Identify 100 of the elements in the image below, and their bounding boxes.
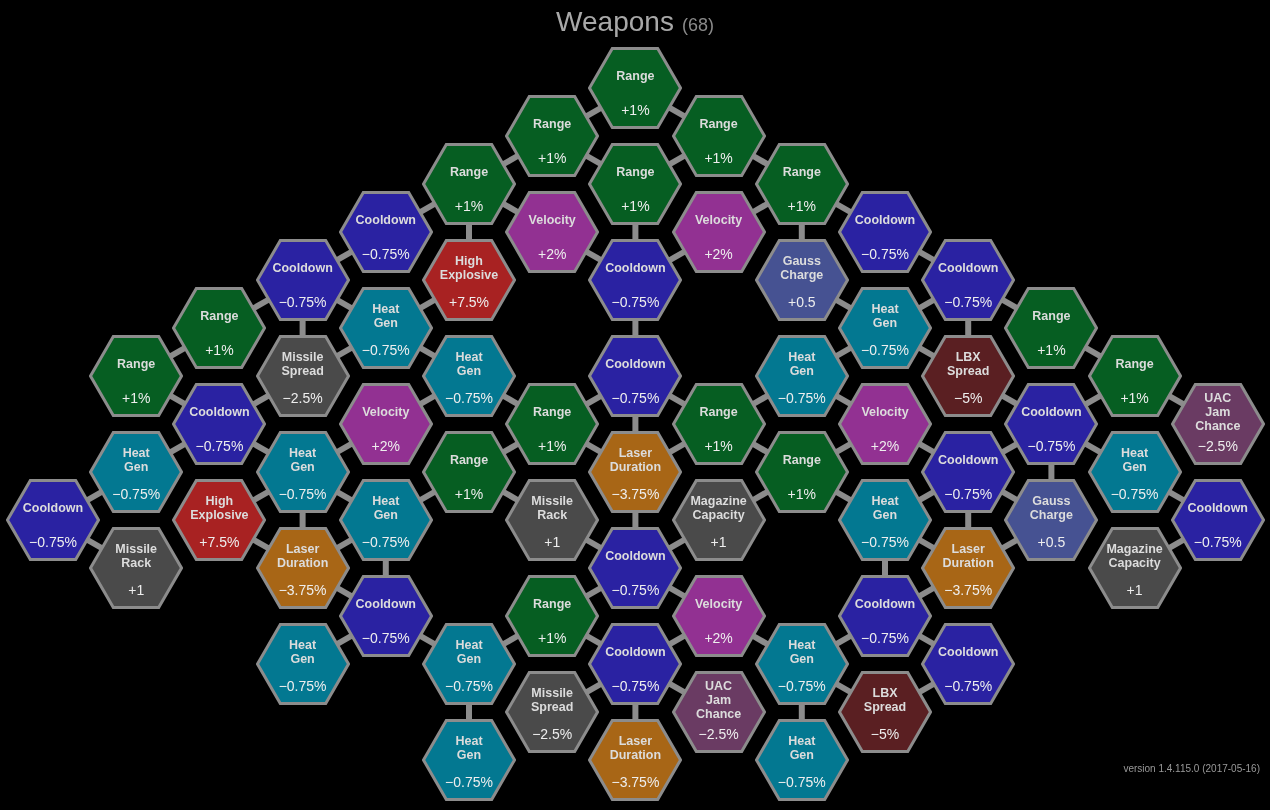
skill-hexagon <box>505 383 600 465</box>
skill-name: High Explosive <box>190 494 249 522</box>
skill-hexagon <box>838 575 932 657</box>
skill-value: −0.75% <box>112 486 161 502</box>
skill-value: +0.5 <box>788 294 816 310</box>
skill-value: −0.75% <box>777 390 826 406</box>
skill-count: (68) <box>681 15 714 36</box>
skill-name: Cooldown <box>1187 501 1248 515</box>
skill-name: Laser Duration <box>609 446 662 474</box>
connector-bar <box>668 105 686 119</box>
skill-name: Range <box>699 405 738 419</box>
skill-name: Laser Duration <box>609 734 662 762</box>
skill-hexagon <box>838 479 932 561</box>
skill-value: +2% <box>538 246 567 262</box>
skill-value: −0.75% <box>861 630 909 646</box>
skill-name: Range <box>616 165 655 179</box>
skill-value: +1% <box>704 438 733 454</box>
skill-name: Range <box>533 405 572 419</box>
connector-bar <box>252 489 270 503</box>
skill-hexagon <box>754 623 849 705</box>
skill-value: +1 <box>544 534 561 550</box>
skill-name: Range <box>449 453 489 467</box>
skill-hexagon <box>588 527 683 609</box>
skill-name: Gauss Charge <box>1029 494 1073 522</box>
skill-hexagon <box>1087 527 1182 609</box>
skill-name: Missile Rack <box>115 542 158 570</box>
skill-hexagon <box>671 191 766 273</box>
skill-name: Heat Gen <box>455 638 483 666</box>
connector-bar <box>1084 441 1102 455</box>
connector-bar <box>668 537 686 551</box>
skill-hexagon <box>754 143 849 225</box>
skill-hexagon <box>89 431 184 513</box>
skill-hexagon <box>671 95 766 177</box>
skill-hexagon <box>838 671 932 753</box>
skill-hexagon <box>671 575 766 657</box>
skill-value: −0.75% <box>361 246 410 262</box>
skill-hexagon <box>588 623 683 705</box>
skill-value: −2.5% <box>698 726 739 742</box>
skill-name: Cooldown <box>605 549 666 563</box>
skill-hexagon <box>838 383 932 465</box>
skill-value: +1% <box>538 630 567 646</box>
skill-hexagon <box>671 383 766 465</box>
skill-hexagon <box>505 575 600 657</box>
skill-name: Cooldown <box>605 261 666 275</box>
skill-hexagon <box>338 191 433 273</box>
skill-name: Cooldown <box>854 597 916 611</box>
skill-name: Laser Duration <box>276 542 329 570</box>
skill-name: LBX Spread <box>947 350 990 378</box>
skill-value: +1% <box>205 342 234 358</box>
skill-value: −0.75% <box>1110 486 1159 502</box>
skill-name: Heat Gen <box>372 494 400 522</box>
skill-hexagon <box>422 719 516 801</box>
skill-value: −5% <box>870 726 900 742</box>
skill-name: Range <box>1032 309 1071 323</box>
skill-name: Range <box>533 597 572 611</box>
skill-value: −0.75% <box>361 630 410 646</box>
skill-name: Heat Gen <box>455 734 483 762</box>
skill-value: −0.75% <box>611 678 660 694</box>
skill-name: Heat Gen <box>1121 446 1149 474</box>
skill-hexagon <box>422 143 516 225</box>
skill-value: −0.75% <box>29 534 77 550</box>
skill-hexagon <box>505 479 600 561</box>
skill-name: Range <box>117 357 156 371</box>
skill-name: Range <box>1115 357 1154 371</box>
skill-name: Laser Duration <box>942 542 994 570</box>
skill-value: −0.75% <box>611 582 660 598</box>
skill-name: Missile Rack <box>531 494 574 522</box>
skill-value: −0.75% <box>777 678 826 694</box>
skill-value: +1% <box>1037 342 1066 358</box>
skill-hexagon <box>1170 479 1265 561</box>
connector-bar <box>668 585 686 599</box>
skill-hexagon <box>671 671 766 753</box>
skill-name: Heat Gen <box>289 638 317 666</box>
skill-hexagon <box>921 623 1016 705</box>
skill-hexagon <box>255 527 350 609</box>
skill-hexagon <box>921 335 1016 417</box>
skill-hexagon <box>1087 335 1182 417</box>
skill-hexagon <box>505 671 600 753</box>
skill-name: Cooldown <box>938 645 999 659</box>
skill-value: −0.75% <box>611 294 660 310</box>
skill-value: +1% <box>621 102 650 118</box>
skill-value: +1% <box>122 390 151 406</box>
skill-value: +1 <box>128 582 145 598</box>
skill-hexagon <box>1004 383 1099 465</box>
skill-hexagon <box>754 719 849 801</box>
skill-name: Velocity <box>528 213 576 227</box>
skill-hexagon <box>255 431 350 513</box>
skill-value: −3.75% <box>944 582 993 598</box>
connector-bar <box>1084 393 1102 407</box>
skill-value: −0.75% <box>445 678 493 694</box>
skill-value: +1% <box>538 150 567 166</box>
skill-hexagon <box>255 623 350 705</box>
skill-name: Cooldown <box>854 213 916 227</box>
skill-hexagon <box>588 431 683 513</box>
connector-bar <box>668 153 686 167</box>
skill-value: +0.5 <box>1037 534 1066 550</box>
skill-hexagon <box>422 239 516 321</box>
connector-bar <box>252 441 270 455</box>
skill-hexagon <box>921 239 1016 321</box>
skill-value: +1% <box>454 486 484 502</box>
